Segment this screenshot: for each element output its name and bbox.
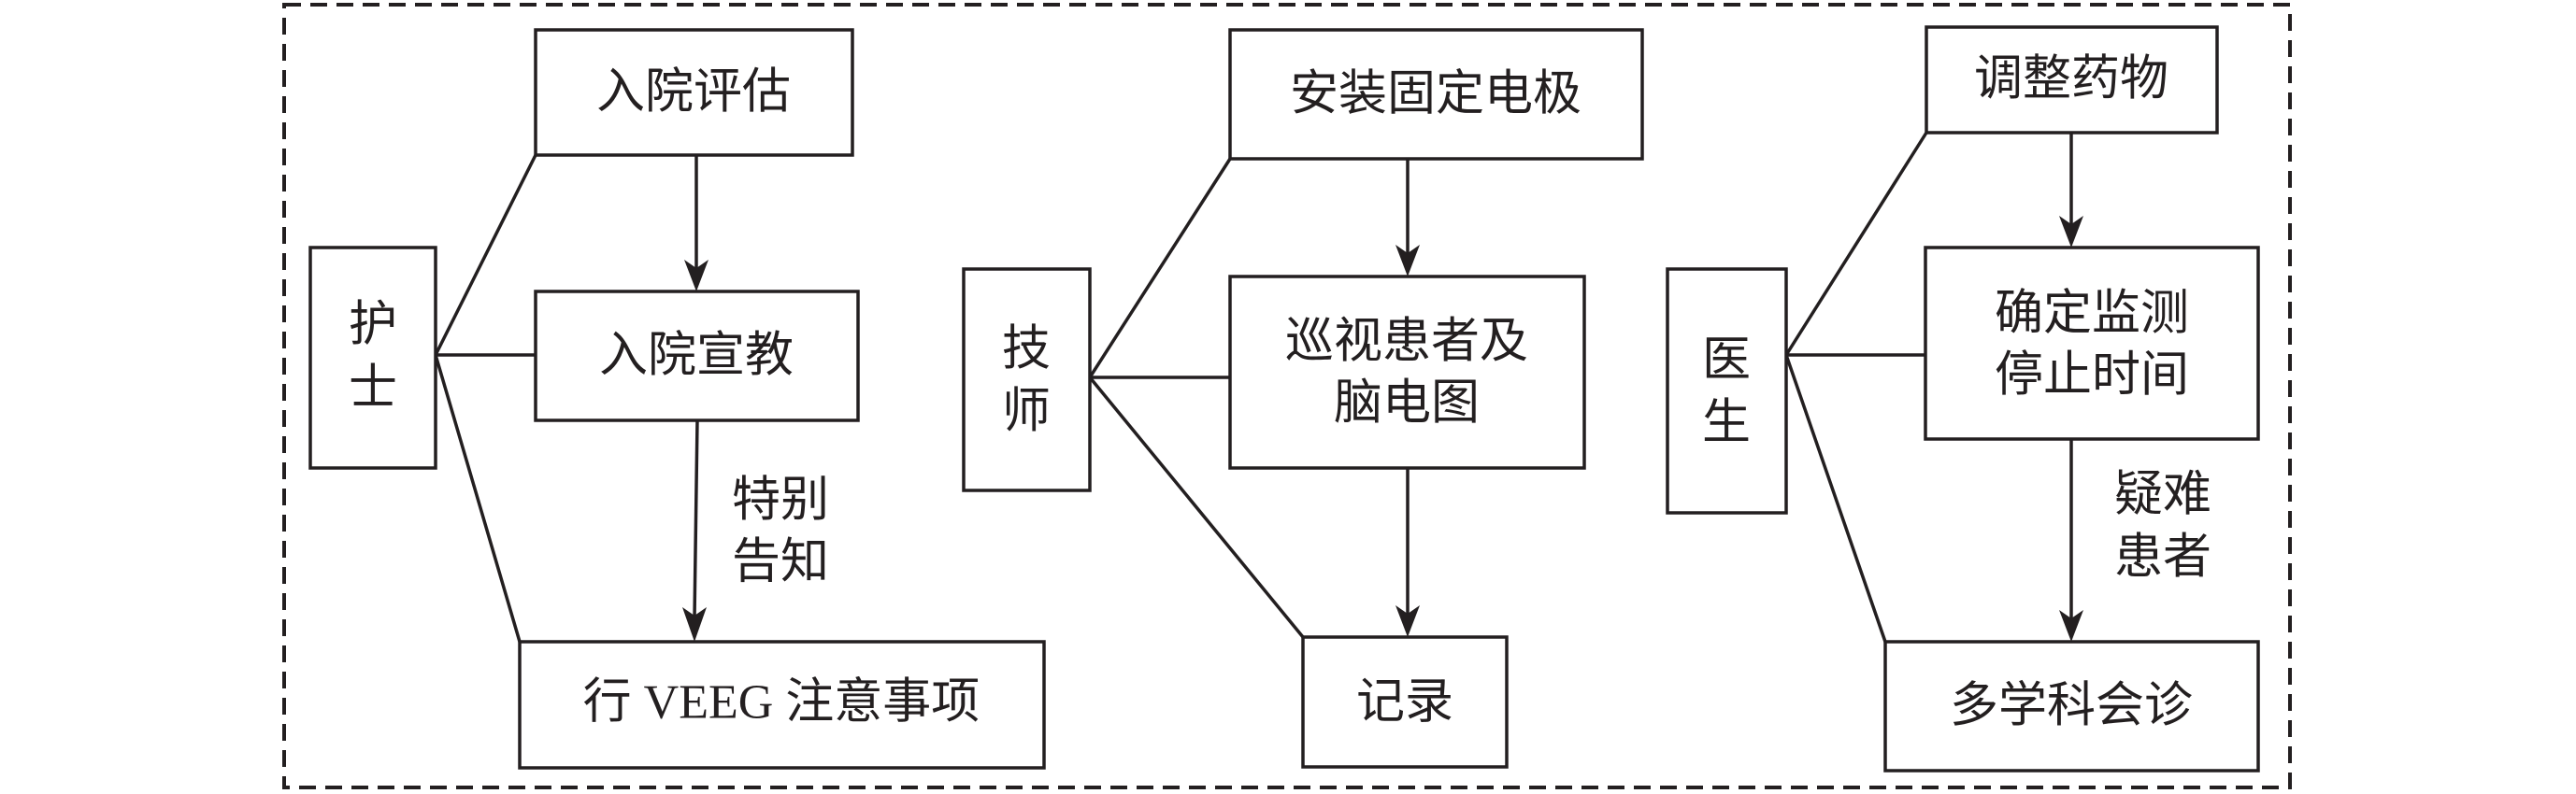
step-box-patient-rounds — [1228, 275, 1586, 470]
step-box-mdt-consultation — [1883, 640, 2260, 773]
step-label-admission-assessment: 入院评估 — [596, 66, 791, 120]
arrow-education-to-veeg-notes — [693, 419, 699, 619]
role-label-nurse-2: 士 — [349, 362, 397, 416]
step-label-patient-rounds-2: 脑电图 — [1334, 377, 1480, 431]
step-label-admission-education: 入院宣教 — [599, 330, 794, 383]
edge-label-difficult-patients-1: 疑难 — [2114, 469, 2211, 522]
nurse-group: 护 士 入院评估 入院宣教 特别 告知 行 VEEG 注意事项 — [308, 28, 1046, 770]
connector-doctor-to-medication — [1784, 131, 1928, 357]
arrowhead-icon — [1395, 245, 1420, 276]
dashed-frame — [282, 3, 2292, 789]
step-label-install-electrodes: 安装固定电极 — [1290, 68, 1581, 121]
arrowhead-icon — [684, 260, 708, 291]
step-label-mdt-consultation: 多学科会诊 — [1950, 680, 2193, 733]
connector-nurse-to-veeg-notes — [434, 353, 522, 644]
arrowhead-icon — [2059, 216, 2083, 248]
step-box-monitor-stop-time — [1924, 246, 2260, 441]
role-label-technician-1: 技 — [1002, 323, 1051, 376]
connector-technician-to-record — [1088, 376, 1305, 639]
role-label-nurse-1: 护 — [349, 299, 397, 352]
role-box-nurse — [308, 246, 437, 470]
step-label-monitor-stop-time-1: 确定监测 — [1995, 288, 2189, 341]
role-label-technician-2: 师 — [1002, 386, 1051, 439]
role-label-doctor-1: 医 — [1702, 334, 1751, 388]
edge-label-special-notice-1: 特别 — [732, 475, 829, 528]
connector-technician-to-electrodes — [1088, 157, 1232, 379]
connector-nurse-to-assessment — [434, 153, 537, 357]
step-label-record: 记录 — [1356, 676, 1453, 730]
step-box-veeg-notes — [518, 640, 1046, 770]
arrowhead-icon — [2059, 610, 2083, 642]
doctor-group: 医 生 调整药物 确定监测 停止时间 疑难 患者 多学科会诊 — [1666, 25, 2260, 773]
step-box-record — [1301, 635, 1509, 769]
step-label-veeg-notes: 行 VEEG 注意事项 — [583, 676, 980, 730]
arrowhead-icon — [682, 607, 707, 642]
step-box-install-electrodes — [1228, 28, 1644, 161]
edge-label-special-notice-2: 告知 — [732, 536, 829, 589]
edge-label-difficult-patients-2: 患者 — [2114, 532, 2211, 585]
step-box-admission-assessment — [534, 28, 854, 157]
technician-group: 技 师 安装固定电极 巡视患者及 脑电图 记录 — [962, 28, 1644, 769]
role-box-technician — [962, 267, 1092, 492]
step-label-patient-rounds-1: 巡视患者及 — [1285, 316, 1528, 369]
arrowhead-icon — [1395, 605, 1420, 637]
connector-doctor-to-consultation — [1784, 353, 1887, 644]
role-label-doctor-2: 生 — [1702, 397, 1751, 450]
step-label-monitor-stop-time-2: 停止时间 — [1995, 349, 2189, 403]
role-box-doctor — [1666, 267, 1788, 515]
step-label-adjust-medication: 调整药物 — [1974, 53, 2168, 106]
